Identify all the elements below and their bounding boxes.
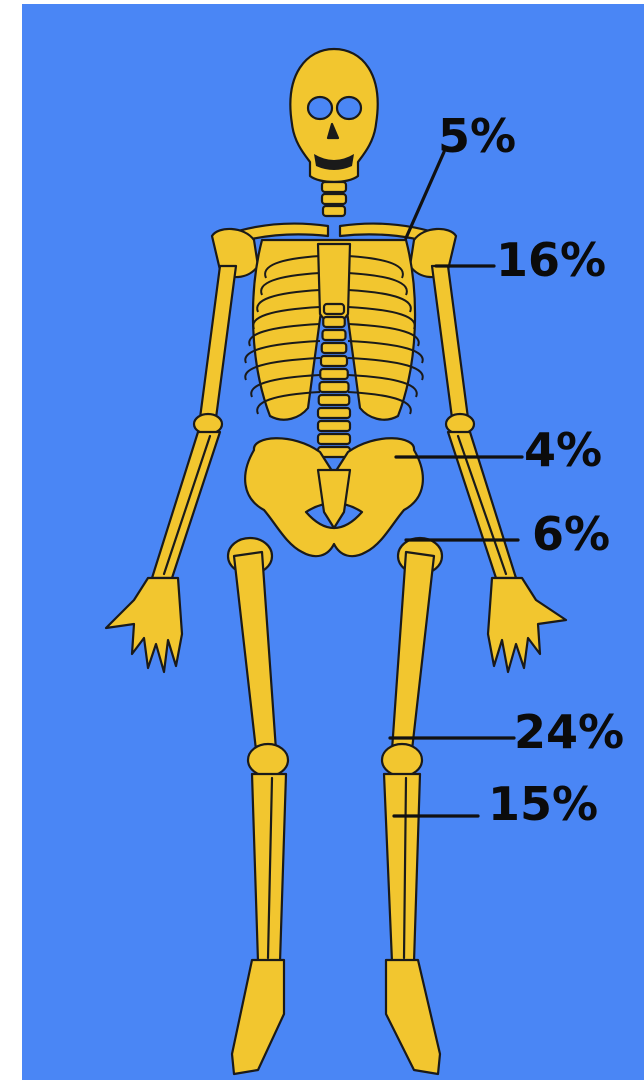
vertebra: [318, 434, 350, 444]
vertebra: [320, 369, 348, 379]
vertebra: [322, 343, 347, 353]
vertebra: [321, 356, 347, 366]
vertebra: [323, 317, 345, 327]
label-shin: 15%: [488, 777, 598, 831]
label-upper-arm: 16%: [496, 233, 606, 287]
vertebra: [323, 330, 346, 340]
vertebra: [319, 395, 350, 405]
vertebra: [320, 382, 349, 392]
knee-right: [382, 744, 422, 776]
vertebra: [318, 408, 350, 418]
label-hip: 4%: [524, 423, 602, 477]
vertebra: [318, 421, 350, 431]
label-collarbone: 5%: [438, 109, 516, 163]
neck-vertebrae: [322, 182, 346, 216]
skeleton-diagram: 5% 16% 4% 6% 24% 15%: [22, 4, 644, 1080]
skeleton-diagram-panel: 5% 16% 4% 6% 24% 15%: [22, 4, 644, 1080]
vertebra: [324, 304, 344, 314]
knee-left: [248, 744, 288, 776]
label-thigh: 24%: [514, 705, 624, 759]
label-femur-neck: 6%: [532, 507, 610, 561]
